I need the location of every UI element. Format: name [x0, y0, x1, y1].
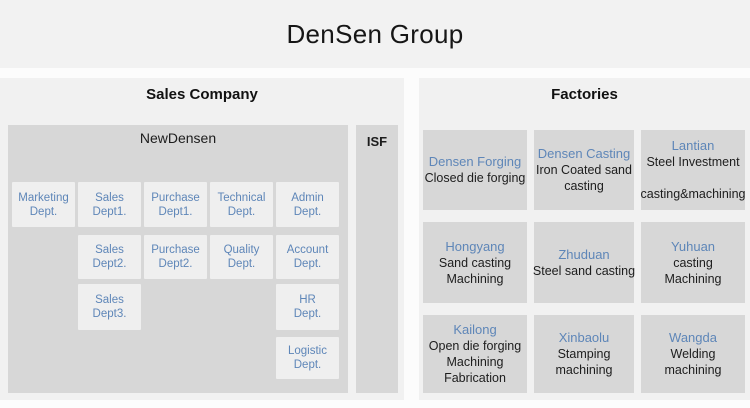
factory-box-xinbaolu: Xinbaolu Stamping machining: [534, 315, 634, 393]
dept-line: Quality: [223, 244, 260, 256]
factory-box-wangda: Wangda Welding machining: [641, 315, 745, 393]
dept-line: Marketing: [18, 191, 69, 204]
dept-line: Admin: [291, 191, 324, 204]
factory-desc-line: machining: [555, 363, 613, 377]
dept-line: Dept1.: [158, 205, 193, 218]
factory-desc-line: Fabrication: [444, 371, 506, 385]
factory-desc-line: Stamping: [557, 347, 611, 361]
factory-desc-line: Machining: [664, 271, 722, 286]
factory-name: Hongyang: [445, 238, 505, 254]
dept-line: Dept2.: [92, 258, 127, 270]
dept-box-account: Account Dept.: [276, 235, 339, 279]
isf-label: ISF: [366, 134, 388, 149]
dept-box-hr: HR Dept.: [276, 284, 339, 330]
factory-desc-line: Closed die forging: [424, 171, 526, 185]
factory-desc-line: Machining: [446, 271, 504, 286]
dept-box-sales2: Sales Dept2.: [78, 235, 141, 279]
dept-line: Dept1.: [92, 205, 127, 218]
factory-name: Xinbaolu: [558, 330, 610, 345]
dept-box-purchase1: Purchase Dept1.: [144, 182, 207, 227]
dept-line: Sales: [95, 244, 124, 256]
factory-desc-line: Welding: [670, 347, 716, 361]
factory-box-lantian: Lantian Steel Investment casting&machini…: [641, 130, 745, 210]
factory-desc-line: machining: [664, 363, 722, 377]
dept-line: HR: [299, 294, 316, 306]
factory-name: Yuhuan: [670, 238, 716, 254]
factory-desc-line: casting: [673, 255, 713, 270]
dept-line: Dept2.: [158, 258, 193, 270]
dept-line: Account: [286, 244, 329, 256]
dept-line: Logistic: [288, 345, 327, 357]
factory-name: Lantian: [671, 138, 715, 153]
factory-name: Wangda: [669, 330, 717, 345]
factory-desc-line: Open die forging: [428, 339, 522, 353]
dept-line: Dept.: [29, 205, 58, 218]
factory-box-yuhuan: Yuhuan casting Machining: [641, 222, 745, 303]
dept-line: Dept.: [293, 205, 322, 218]
factory-box-zhuduan: Zhuduan Steel sand casting: [532, 222, 636, 303]
dept-line: Dept.: [293, 258, 322, 270]
factory-desc-line: casting: [564, 179, 604, 193]
dept-box-purchase2: Purchase Dept2.: [144, 235, 207, 279]
isf-box: ISF: [356, 125, 398, 393]
dept-line: Dept.: [293, 308, 322, 320]
dept-box-logistic: Logistic Dept.: [276, 337, 339, 379]
dept-line: Purchase: [151, 244, 200, 256]
dept-box-sales1: Sales Dept1.: [78, 182, 141, 227]
factory-box-hongyang: Hongyang Sand casting Machining: [423, 222, 527, 303]
dept-box-quality: Quality Dept.: [210, 235, 273, 279]
factory-desc-line: casting&machining: [640, 187, 746, 201]
dept-box-marketing: Marketing Dept.: [12, 182, 75, 227]
dept-line: Dept.: [227, 258, 256, 270]
sales-company-header: Sales Company: [146, 86, 258, 103]
factory-box-densen-casting: Densen Casting Iron Coated sand casting: [534, 130, 634, 210]
factory-name: Zhuduan: [558, 246, 610, 262]
dept-line: Technical: [217, 191, 266, 204]
factory-box-densen-forging: Densen Forging Closed die forging: [423, 130, 527, 210]
dept-line: Dept.: [227, 205, 256, 218]
factory-name: Densen Casting: [537, 146, 631, 161]
dept-line: Sales: [95, 191, 124, 204]
factory-box-kailong: Kailong Open die forging Machining Fabri…: [423, 315, 527, 393]
factories-header: Factories: [551, 86, 618, 103]
header-band: DenSen Group: [0, 0, 750, 68]
dept-line: Dept.: [293, 359, 322, 371]
dept-box-admin: Admin Dept.: [276, 182, 339, 227]
page-title: DenSen Group: [286, 18, 464, 49]
factory-desc-line: Sand casting: [438, 255, 512, 270]
dept-line: Sales: [95, 294, 124, 306]
newdensen-label: NewDensen: [139, 130, 217, 146]
dept-box-sales3: Sales Dept3.: [78, 284, 141, 330]
dept-line: Dept3.: [92, 308, 127, 320]
factory-desc-line: Steel Investment: [646, 155, 740, 169]
dept-box-technical: Technical Dept.: [210, 182, 273, 227]
factory-name: Kailong: [453, 322, 497, 337]
factory-desc-line: Machining: [446, 355, 504, 369]
dept-line: Purchase: [151, 191, 200, 204]
factory-desc-line: Steel sand casting: [532, 263, 636, 278]
factory-name: Densen Forging: [428, 154, 522, 169]
factory-desc-line: Iron Coated sand: [536, 163, 632, 177]
